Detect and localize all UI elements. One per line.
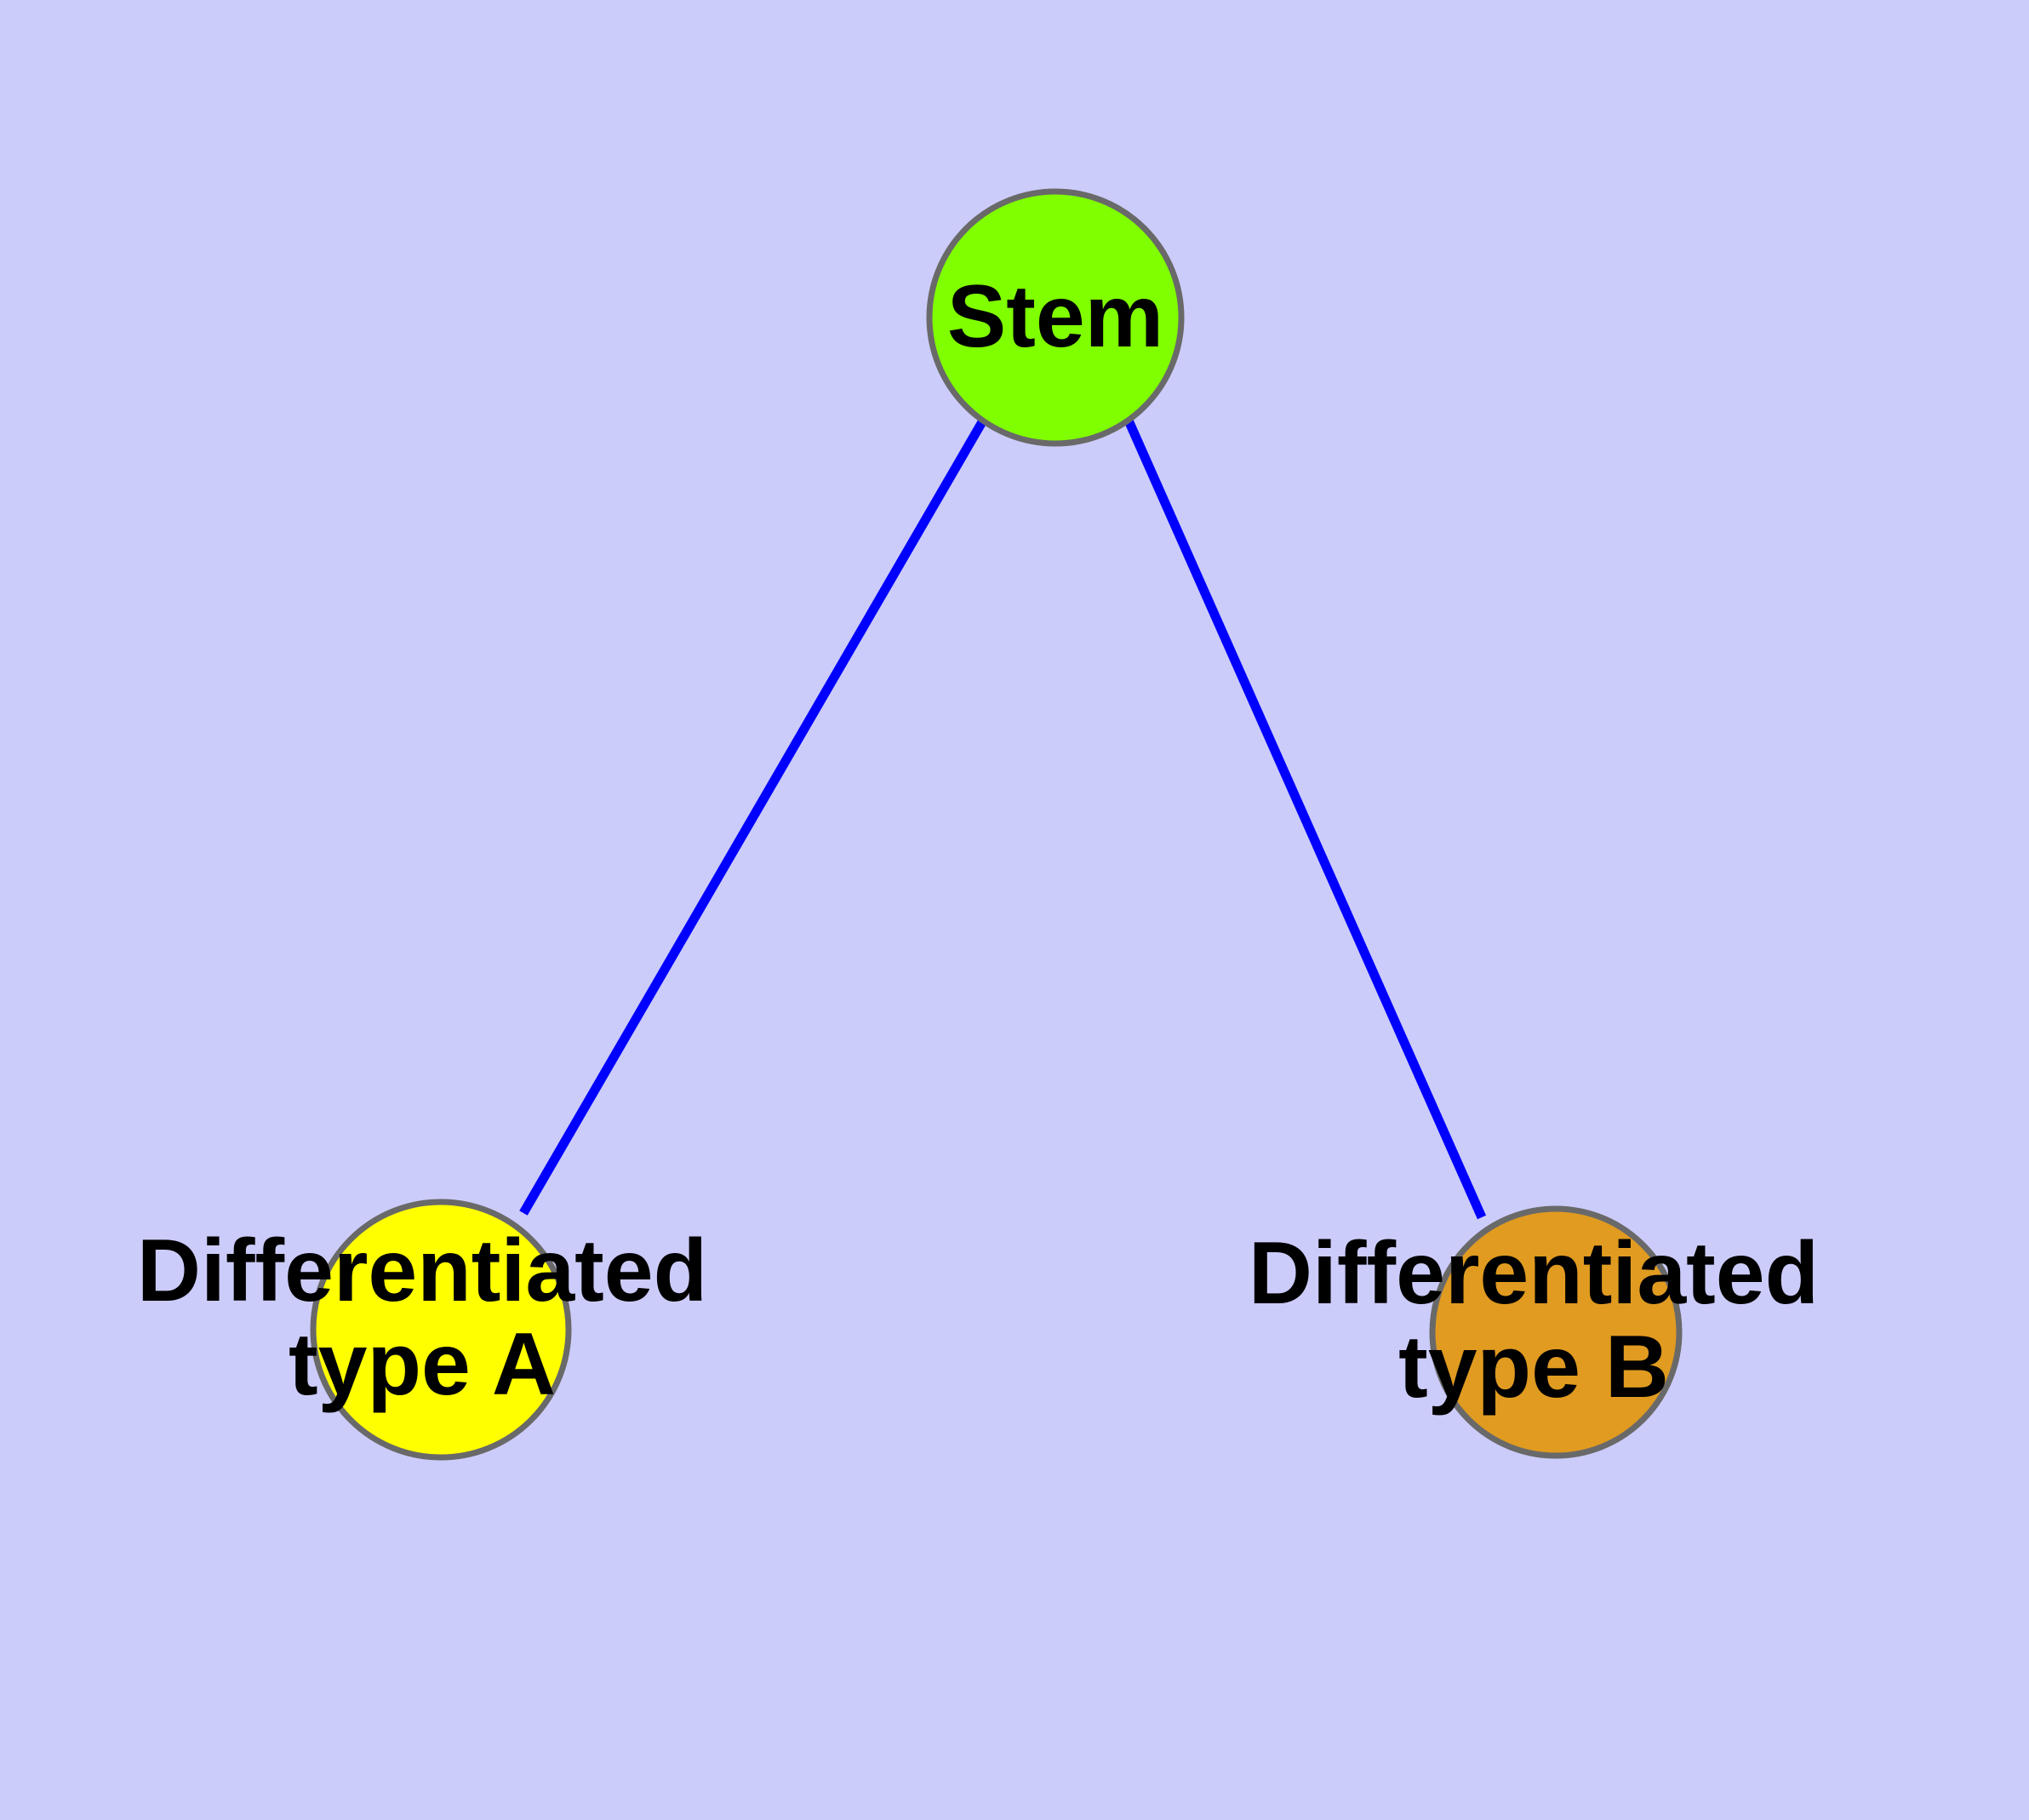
label-line: Differentiated — [137, 1222, 707, 1320]
node-stem-circle[interactable] — [926, 188, 1185, 447]
edges-layer — [519, 418, 1487, 1220]
node-differentiated-type-a-circle[interactable] — [310, 1199, 572, 1461]
edge-stem-to-differentiated-type-b — [1123, 418, 1487, 1220]
edge-stem-to-differentiated-type-a — [519, 418, 987, 1216]
label-line: Stem — [947, 267, 1163, 366]
nodes-layer — [310, 188, 1683, 1461]
label-line: Differentiated — [1249, 1224, 1819, 1323]
label-line: type A — [289, 1316, 556, 1415]
label-line: type B — [1398, 1319, 1669, 1417]
node-stem-label: Stem — [947, 267, 1163, 366]
node-differentiated-type-b-circle[interactable] — [1429, 1205, 1683, 1459]
